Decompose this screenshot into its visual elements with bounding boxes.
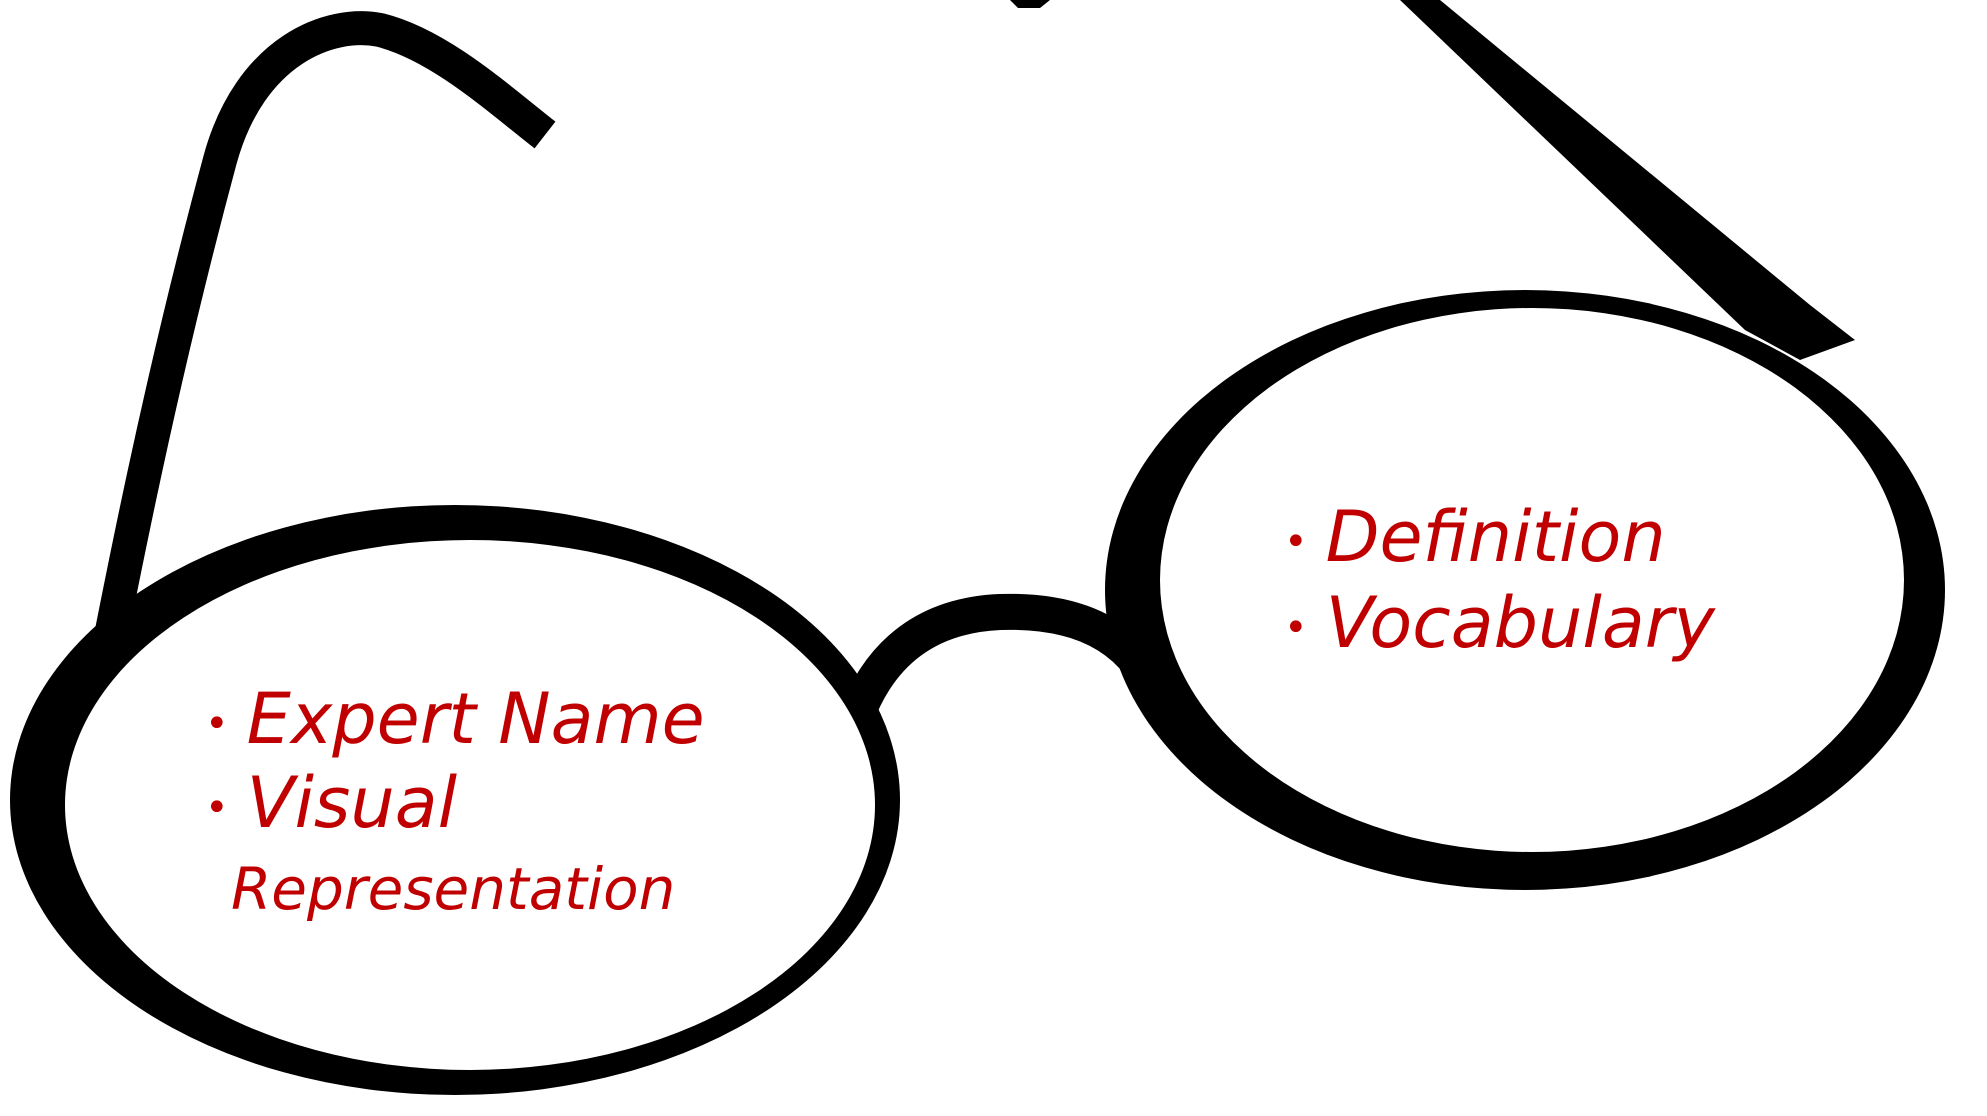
left-lens [65,540,875,1070]
bridge [838,593,1155,727]
bullet-icon: • [205,784,229,831]
top-arm-fragment [1010,0,1050,8]
bullet-icon: • [1284,604,1308,651]
bullet-icon: • [1284,518,1308,565]
list-item: •Visual [205,768,457,838]
list-item-text: Definition [1325,496,1666,578]
right-lens [1160,308,1904,852]
list-item: •Vocabulary [1284,588,1715,658]
list-item: •Expert Name [205,684,705,754]
list-item-text: Visual [246,762,458,844]
list-item: •Definition [1284,502,1666,572]
list-item-text: Vocabulary [1325,582,1715,664]
list-item-text: Expert Name [246,678,705,760]
left-lens-text: •Expert Name •Visual Representation [205,684,725,954]
right-temple-arm [1400,0,1855,360]
list-item-continuation: Representation [231,855,676,923]
bullet-icon: • [205,700,229,747]
right-lens-text: •Definition •Vocabulary [1284,502,1764,672]
